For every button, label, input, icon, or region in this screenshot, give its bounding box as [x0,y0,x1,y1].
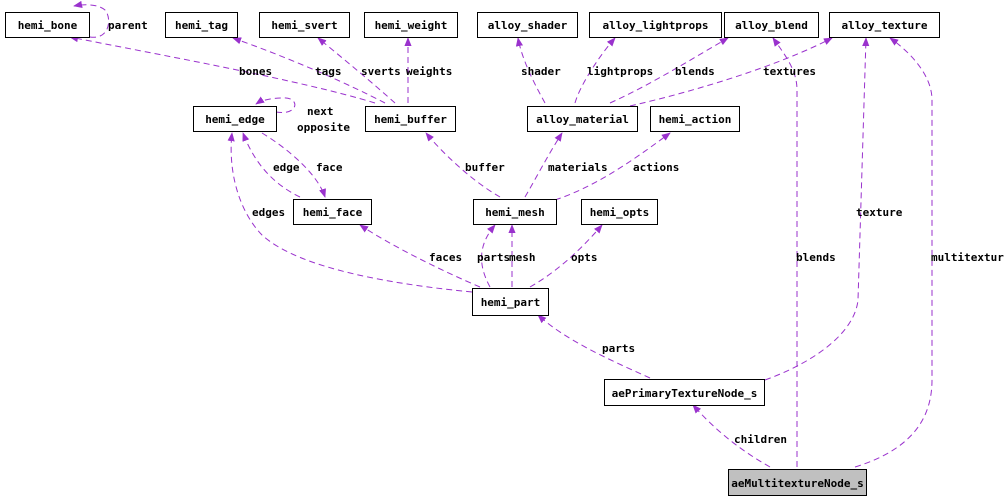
node-label-alloy-shader: alloy_shader [488,19,568,32]
edge-shader [515,37,546,104]
node-hemi-opts[interactable]: hemi_opts [581,199,658,225]
edge-edges [227,132,473,293]
nodes-layer: hemi_bone hemi_tag hemi_svert hemi_weigh… [5,12,940,496]
edge-label-edge: edge [273,161,300,174]
node-label-alloy-lightprops: alloy_lightprops [603,19,709,32]
edge-label-face: face [316,161,343,174]
node-alloy-texture[interactable]: alloy_texture [829,12,940,38]
edge-label-textures: textures [763,65,816,78]
node-label-hemi-tag: hemi_tag [175,19,228,32]
edge-label-blends: blends [675,65,715,78]
node-label-aeprimarytexturenode-s: aePrimaryTextureNode_s [612,387,758,400]
edge-labels-layer: parent bones tags sverts weights shader … [108,19,1004,446]
edge-mt-blends [772,37,798,467]
node-label-hemi-weight: hemi_weight [375,19,448,32]
node-hemi-part[interactable]: hemi_part [472,288,549,316]
edge-label-lightprops: lightprops [587,65,653,78]
node-alloy-lightprops[interactable]: alloy_lightprops [589,12,722,38]
node-label-hemi-svert: hemi_svert [271,19,337,32]
edge-edge-next [255,96,296,113]
edge-label-opposite: opposite [297,121,350,134]
node-alloy-material[interactable]: alloy_material [527,106,638,132]
edge-label-materials: materials [548,161,608,174]
node-hemi-edge[interactable]: hemi_edge [193,106,277,132]
edge-multitexture [854,37,933,468]
edge-lightprops [574,37,616,104]
edge-label-parts-part: parts [602,342,635,355]
edge-texture [764,37,870,381]
edge-label-faces: faces [429,251,462,264]
node-hemi-action[interactable]: hemi_action [650,106,740,132]
edge-label-parent: parent [108,19,148,32]
node-alloy-blend[interactable]: alloy_blend [724,12,819,38]
edge-label-bones: bones [239,65,272,78]
node-label-alloy-texture: alloy_texture [841,19,927,32]
node-hemi-mesh[interactable]: hemi_mesh [473,199,557,225]
node-label-hemi-bone: hemi_bone [18,19,78,32]
edge-label-mt-blends: blends [796,251,836,264]
edge-label-edges: edges [252,206,285,219]
node-label-aemultitexturenode-s: aeMultitextureNode_s [731,477,863,490]
edge-label-weights: weights [406,65,452,78]
node-alloy-shader[interactable]: alloy_shader [477,12,578,38]
edge-bones [69,35,376,104]
node-hemi-svert[interactable]: hemi_svert [259,12,350,38]
edge-label-mesh: mesh [509,251,536,264]
edge-children [692,404,771,468]
edge-label-parts: parts [477,251,510,264]
edge-bone-parent [73,0,110,38]
edge-label-multitexture: multitextur [931,251,1004,264]
edge-label-children: children [734,433,787,446]
edge-tags [232,37,386,104]
edges-layer [69,0,933,468]
node-label-hemi-mesh: hemi_mesh [485,206,545,219]
edge-faces [359,224,481,288]
edge-parts-mesh [481,224,496,288]
edge-label-sverts: sverts [361,65,401,78]
node-label-hemi-edge: hemi_edge [205,113,265,126]
edge-buffer [425,132,501,198]
node-hemi-weight[interactable]: hemi_weight [364,12,458,38]
edge-parts-part [537,314,651,379]
node-aeprimarytexturenode-s[interactable]: aePrimaryTextureNode_s [604,379,765,406]
edge-label-actions: actions [633,161,679,174]
node-label-alloy-material: alloy_material [536,113,629,126]
edge-face-edge [242,132,301,198]
node-hemi-bone[interactable]: hemi_bone [5,12,90,38]
node-aemultitexturenode-s[interactable]: aeMultitextureNode_s [728,469,867,496]
node-label-alloy-blend: alloy_blend [735,19,808,32]
node-hemi-tag[interactable]: hemi_tag [165,12,238,38]
edge-opts [529,224,603,288]
edge-label-next: next [307,105,334,118]
edge-textures [629,37,833,107]
edge-actions [554,132,671,201]
edge-label-tags: tags [315,65,342,78]
node-label-hemi-action: hemi_action [659,113,732,126]
edge-label-shader: shader [521,65,561,78]
node-label-hemi-opts: hemi_opts [590,206,650,219]
edge-materials [524,132,563,198]
edge-label-texture: texture [856,206,903,219]
edge-blends [609,37,729,104]
edge-label-buffer: buffer [465,161,505,174]
node-hemi-buffer[interactable]: hemi_buffer [365,106,456,132]
node-hemi-face[interactable]: hemi_face [293,199,372,225]
edge-edge-face [261,132,326,198]
node-label-hemi-part: hemi_part [481,296,541,309]
edge-label-opts: opts [571,251,598,264]
node-label-hemi-face: hemi_face [303,206,363,219]
node-label-hemi-buffer: hemi_buffer [374,113,447,126]
